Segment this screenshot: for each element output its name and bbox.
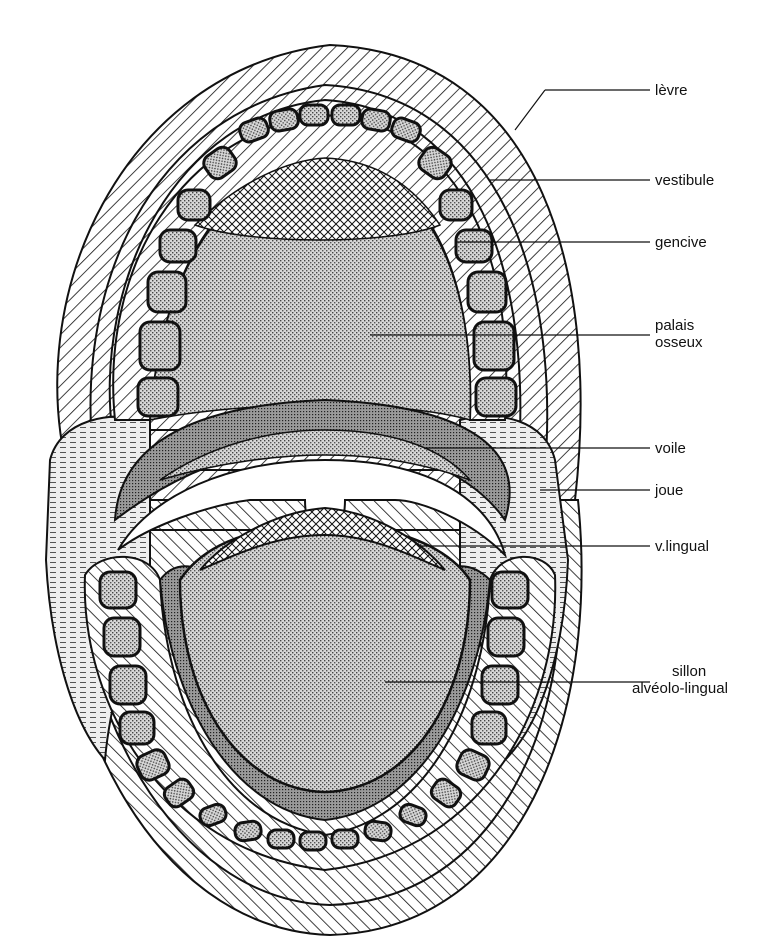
labels: lèvre vestibule gencive palais osseux vo… <box>632 82 728 697</box>
label-sillon-line1: sillon <box>672 663 706 680</box>
label-gencive: gencive <box>655 234 707 251</box>
label-joue: joue <box>654 482 683 499</box>
label-v-lingual: v.lingual <box>655 538 709 555</box>
label-sillon-line2: alvéolo-lingual <box>632 680 728 697</box>
label-levre: lèvre <box>655 82 688 99</box>
label-palais-line2: osseux <box>655 334 703 351</box>
label-vestibule: vestibule <box>655 172 714 189</box>
label-voile: voile <box>655 440 686 457</box>
label-palais-line1: palais <box>655 317 694 334</box>
